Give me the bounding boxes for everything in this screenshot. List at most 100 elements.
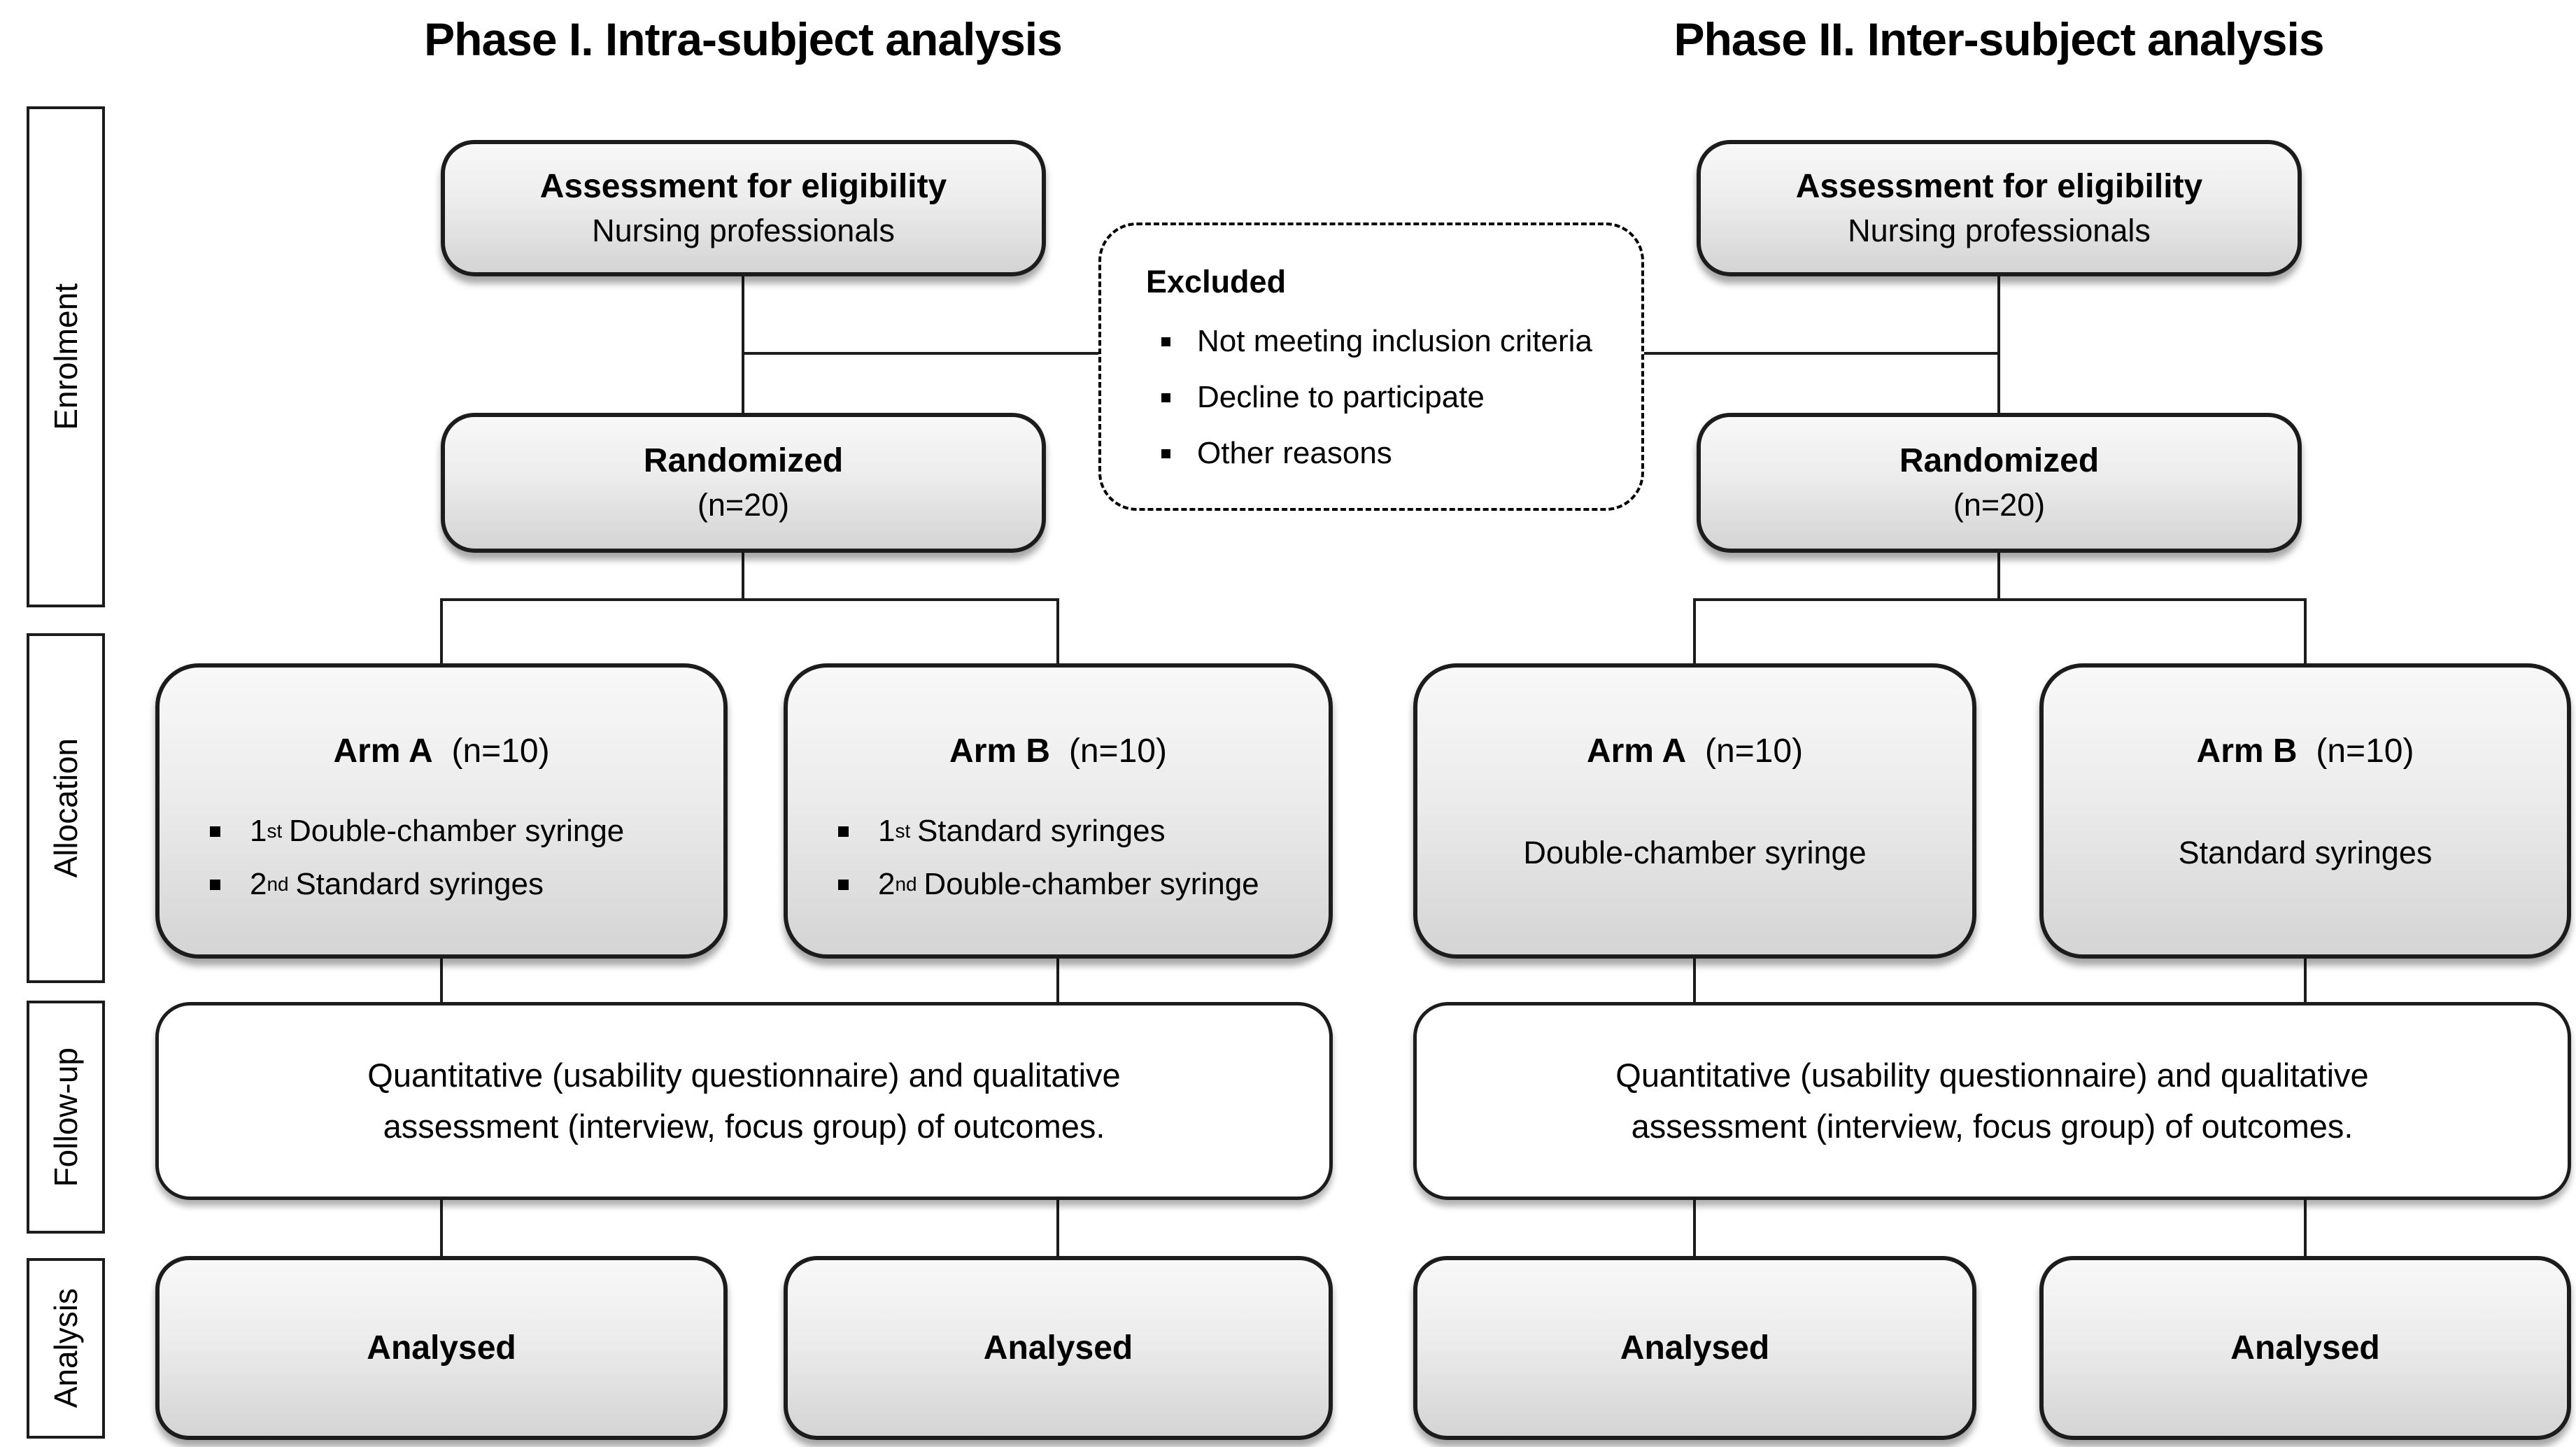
p2-assessment-subtitle: Nursing professionals — [1848, 212, 2151, 248]
p2-arm-a-subtitle: Double-chamber syringe — [1523, 835, 1867, 870]
p2-randomized-title: Randomized — [1899, 442, 2100, 480]
connector-p1-excluded-branch — [743, 352, 1100, 355]
p1-followup-line1: Quantitative (usability questionnaire) a… — [367, 1056, 1121, 1094]
p2-assessment-title: Assessment for eligibility — [1795, 167, 2203, 205]
p2-followup-line2: assessment (interview, focus group) of o… — [1631, 1107, 2354, 1145]
p2-analysed-arm-a-label: Analysed — [1620, 1329, 1770, 1367]
stage-label-followup: Follow-up — [27, 1001, 105, 1234]
connector-p1-arm-b-drop — [1056, 598, 1059, 665]
p1-randomized-title: Randomized — [643, 442, 844, 480]
bullet-text: Standard syringes — [917, 814, 1166, 848]
ordinal-number: 2 — [250, 867, 267, 901]
connector-p1-arm-a-followup — [440, 957, 443, 1003]
connector-p2-excluded-branch — [1644, 352, 2000, 355]
p1-arm-a-title: Arm A — [333, 733, 433, 770]
p1-arm-b-n: (n=10) — [1068, 733, 1167, 770]
bullet-text: Double-chamber syringe — [288, 814, 625, 848]
stage-label-allocation: Allocation — [27, 633, 105, 983]
p2-arm-b-n: (n=10) — [2316, 733, 2414, 770]
p2-analysed-arm-a-box: Analysed — [1413, 1256, 1976, 1440]
p2-arm-a-n: (n=10) — [1704, 733, 1804, 770]
stage-label-enrolment-text: Enrolment — [48, 283, 84, 430]
connector-p2-arm-a-followup — [1693, 957, 1696, 1003]
connector-p2-arm-b-followup — [2304, 957, 2307, 1003]
bullet-icon — [1161, 449, 1170, 458]
connector-p2-arm-b-drop — [2304, 598, 2307, 665]
p2-arm-b-heading: Arm B (n=10) — [2197, 732, 2414, 770]
connector-p1-randomized-split — [742, 551, 744, 600]
p1-analysed-arm-a-label: Analysed — [367, 1329, 516, 1367]
p1-followup-line2: assessment (interview, focus group) of o… — [383, 1107, 1105, 1145]
excluded-item: Decline to participate — [1142, 380, 1603, 415]
p2-arm-a-heading: Arm A (n=10) — [1587, 732, 1803, 770]
p1-arm-a-heading: Arm A (n=10) — [333, 732, 549, 770]
stage-label-enrolment: Enrolment — [27, 106, 105, 607]
excluded-title: Excluded — [1146, 264, 1287, 299]
ordinal-number: 1 — [250, 814, 267, 848]
phase1-title: Phase I. Intra-subject analysis — [424, 13, 1063, 65]
p2-randomized-n: (n=20) — [1953, 487, 2046, 523]
connector-p1-arm-b-followup — [1056, 957, 1059, 1003]
excluded-item-text: Other reasons — [1197, 436, 1392, 470]
excluded-box: Excluded Not meeting inclusion criteria … — [1098, 223, 1644, 511]
p1-analysed-arm-a-box: Analysed — [155, 1256, 728, 1440]
ordinal-number: 1 — [878, 814, 896, 848]
excluded-item: Not meeting inclusion criteria — [1142, 324, 1603, 359]
connector-p1-split-horizontal — [440, 598, 1059, 601]
connector-p2-split-horizontal — [1693, 598, 2307, 601]
bullet-icon — [210, 826, 220, 837]
p2-assessment-box: Assessment for eligibility Nursing profe… — [1697, 140, 2302, 276]
p1-assessment-subtitle: Nursing professionals — [592, 212, 895, 248]
bullet-icon — [1161, 337, 1170, 346]
bullet-icon — [210, 879, 220, 890]
p1-arm-a-n: (n=10) — [451, 733, 550, 770]
excluded-item-text: Not meeting inclusion criteria — [1197, 324, 1592, 358]
p2-randomized-box: Randomized (n=20) — [1697, 413, 2302, 553]
connector-p1-arm-a-drop — [440, 598, 443, 665]
bullet-text: Double-chamber syringe — [923, 867, 1259, 901]
excluded-item: Other reasons — [1142, 436, 1603, 471]
p2-arm-a-box: Arm A (n=10) Double-chamber syringe — [1413, 663, 1976, 959]
connector-p1-assessment-randomized — [742, 275, 744, 414]
p1-arm-b-title: Arm B — [949, 733, 1051, 770]
p1-randomized-box: Randomized (n=20) — [441, 413, 1046, 553]
connector-p1-followup-analysed-a — [440, 1199, 443, 1257]
p1-analysed-arm-b-box: Analysed — [784, 1256, 1333, 1440]
stage-label-analysis: Analysis — [27, 1258, 105, 1439]
p2-analysed-arm-b-label: Analysed — [2230, 1329, 2380, 1367]
connector-p2-assessment-randomized — [1997, 275, 2000, 414]
p2-followup-box: Quantitative (usability questionnaire) a… — [1413, 1002, 2571, 1200]
stage-label-followup-text: Follow-up — [48, 1047, 84, 1187]
bullet-icon — [838, 826, 849, 837]
bullet-icon — [1161, 393, 1170, 402]
connector-p2-followup-analysed-b — [2304, 1199, 2307, 1257]
p1-assessment-box: Assessment for eligibility Nursing profe… — [441, 140, 1046, 276]
p1-analysed-arm-b-label: Analysed — [983, 1329, 1133, 1367]
p2-analysed-arm-b-box: Analysed — [2039, 1256, 2571, 1440]
stage-label-analysis-text: Analysis — [48, 1288, 84, 1409]
p1-followup-box: Quantitative (usability questionnaire) a… — [155, 1002, 1333, 1200]
p2-arm-b-subtitle: Standard syringes — [2178, 835, 2433, 870]
p2-arm-a-title: Arm A — [1586, 733, 1687, 770]
connector-p1-followup-analysed-b — [1056, 1199, 1059, 1257]
p1-randomized-n: (n=20) — [697, 487, 790, 523]
bullet-text: Standard syringes — [295, 867, 544, 901]
connector-p2-followup-analysed-a — [1693, 1199, 1696, 1257]
phase2-title: Phase II. Inter-subject analysis — [1673, 13, 2324, 65]
stage-label-allocation-text: Allocation — [48, 738, 84, 878]
excluded-item-text: Decline to participate — [1197, 380, 1485, 414]
p2-arm-b-title: Arm B — [2196, 733, 2298, 770]
bullet-icon — [838, 879, 849, 890]
p1-assessment-title: Assessment for eligibility — [539, 167, 947, 205]
ordinal-number: 2 — [878, 867, 896, 901]
p2-followup-line1: Quantitative (usability questionnaire) a… — [1615, 1056, 2369, 1094]
